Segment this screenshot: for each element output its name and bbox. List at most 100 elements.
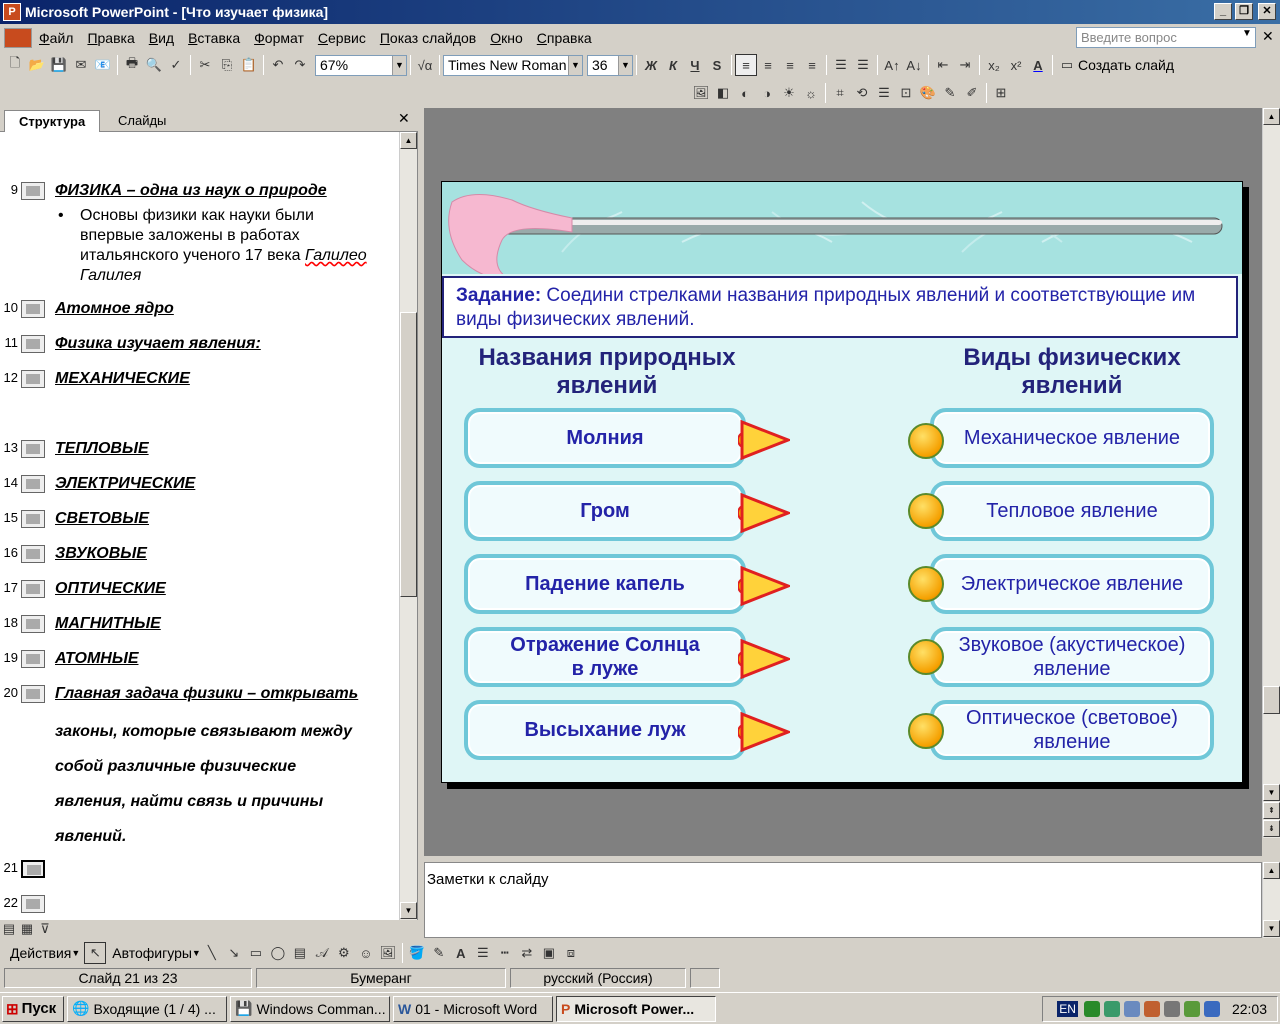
scroll-thumb[interactable] — [400, 312, 417, 597]
shadow-style-icon[interactable]: ▣ — [542, 945, 555, 960]
oval-icon[interactable]: ◯ — [270, 945, 286, 960]
contrast-down-icon[interactable]: ◑ — [763, 85, 771, 101]
type-electrical[interactable]: Электрическое явление — [930, 554, 1214, 614]
font-color-icon[interactable]: A — [1033, 57, 1043, 73]
font-size-combo[interactable]: 36▼ — [587, 54, 633, 76]
target-ball-icon[interactable] — [908, 566, 944, 602]
justify-icon[interactable]: ≡ — [808, 57, 816, 73]
contrast-up-icon[interactable]: ◐ — [741, 85, 749, 101]
next-slide-icon[interactable]: ⇟ — [1263, 820, 1280, 837]
textbox-icon[interactable]: ▤ — [293, 945, 306, 960]
tray-app-icon[interactable] — [1163, 1001, 1180, 1017]
font-combo[interactable]: Times New Roman▼ — [443, 54, 583, 76]
notes-scrollbar[interactable]: ▲ ▼ — [1262, 862, 1280, 938]
close-document-icon[interactable]: ✕ — [1262, 28, 1274, 44]
new-slide-button[interactable]: Создать слайд — [1078, 57, 1175, 73]
align-right-icon[interactable]: ≡ — [786, 57, 794, 73]
start-button[interactable]: ⊞Пуск — [2, 995, 64, 1022]
line-icon[interactable]: ╲ — [207, 945, 216, 960]
select-pointer-icon[interactable]: ↖ — [84, 942, 107, 964]
type-mechanical[interactable]: Механическое явление — [930, 408, 1214, 468]
zoom-combo[interactable]: 67%▼ — [315, 54, 407, 76]
dash-style-icon[interactable]: ┅ — [500, 945, 509, 960]
target-ball-icon[interactable] — [908, 713, 944, 749]
normal-view-icon[interactable]: ▤ — [2, 921, 16, 936]
compress-icon[interactable]: ⊡ — [900, 85, 912, 100]
outline-scrollbar[interactable]: ▲ ▼ — [399, 132, 417, 920]
color-icon[interactable]: ◧ — [716, 85, 730, 100]
line-color-icon[interactable]: ✎ — [433, 945, 445, 960]
tab-outline[interactable]: Структура — [4, 110, 101, 132]
menu-help[interactable]: Справка — [536, 30, 592, 46]
line-style-draw-icon[interactable]: ☰ — [477, 945, 489, 960]
align-center-icon[interactable]: ≡ — [764, 57, 772, 73]
scroll-down-icon[interactable]: ▼ — [400, 902, 417, 919]
menu-file[interactable]: Файл — [39, 30, 74, 46]
phenomenon-drying[interactable]: Высыхание луж — [464, 700, 746, 760]
tray-app-icon[interactable] — [1183, 1001, 1200, 1017]
autoshapes-menu[interactable]: Автофигуры — [112, 945, 192, 961]
align-left-icon[interactable]: ≡ — [735, 54, 757, 76]
arrow-tool-icon[interactable]: ↘ — [228, 945, 240, 960]
menu-insert[interactable]: Вставка — [188, 30, 241, 46]
format-picture-icon[interactable]: ✎ — [944, 85, 956, 100]
crop-icon[interactable]: ⌗ — [836, 85, 844, 100]
line-style-icon[interactable]: ☰ — [878, 85, 890, 100]
permission-icon[interactable]: ✉ — [75, 57, 87, 72]
phenomenon-lightning[interactable]: Молния — [464, 408, 746, 468]
cut-icon[interactable]: ✂ — [199, 57, 211, 72]
equation-icon[interactable]: √α — [417, 57, 433, 73]
clipart-icon[interactable]: ☺ — [359, 945, 373, 961]
underline-button[interactable]: Ч — [690, 57, 700, 73]
fill-color-icon[interactable]: 🪣 — [408, 945, 425, 960]
brightness-up-icon[interactable]: ☀ — [783, 85, 795, 100]
arrow-icon[interactable] — [738, 637, 790, 681]
brightness-down-icon[interactable]: ☼ — [805, 85, 817, 101]
notes-pane[interactable]: Заметки к слайду — [424, 862, 1262, 938]
phenomenon-thunder[interactable]: Гром — [464, 481, 746, 541]
tray-app-icon[interactable] — [1083, 1001, 1100, 1017]
target-ball-icon[interactable] — [908, 423, 944, 459]
tab-slides[interactable]: Слайды — [118, 113, 167, 128]
arrow-icon[interactable] — [738, 418, 790, 462]
rotate-icon[interactable]: ⟲ — [856, 85, 868, 100]
new-icon[interactable]: 🗋 — [9, 55, 21, 70]
subscript-icon[interactable]: x₂ — [988, 57, 1000, 73]
ask-dropdown-icon[interactable]: ▼ — [1242, 28, 1252, 39]
redo-icon[interactable]: ↷ — [294, 57, 306, 72]
restore-icon[interactable]: ❐ — [1235, 3, 1253, 20]
menu-slideshow[interactable]: Показ слайдов — [379, 30, 477, 46]
decrease-indent-icon[interactable]: ⇤ — [937, 57, 949, 72]
insert-picture-icon[interactable]: 🖼 — [692, 85, 710, 100]
taskbar-item-commander[interactable]: 💾Windows Comman... — [230, 995, 390, 1022]
paste-icon[interactable]: 📋 — [240, 57, 258, 72]
type-optical[interactable]: Оптическое (световое)явление — [930, 700, 1214, 760]
preview-icon[interactable]: 🔍 — [145, 57, 163, 72]
reset-picture-icon[interactable]: ⊞ — [995, 85, 1007, 100]
superscript-icon[interactable]: x² — [1010, 57, 1022, 73]
slideshow-view-icon[interactable]: ⊽ — [40, 921, 50, 936]
target-ball-icon[interactable] — [908, 493, 944, 529]
bold-button[interactable]: Ж — [644, 57, 658, 73]
decrease-font-icon[interactable]: A↓ — [906, 57, 922, 73]
arrow-style-icon[interactable]: ⇄ — [521, 945, 533, 960]
menu-view[interactable]: Вид — [148, 30, 175, 46]
language-indicator[interactable]: EN — [1057, 1001, 1078, 1017]
3d-style-icon[interactable]: ⧈ — [566, 945, 575, 960]
recolor-icon[interactable]: 🎨 — [919, 85, 937, 100]
tray-app-icon[interactable] — [1103, 1001, 1120, 1017]
italic-button[interactable]: К — [669, 57, 677, 73]
type-acoustic[interactable]: Звуковое (акустическое)явление — [930, 627, 1214, 687]
open-icon[interactable]: 📂 — [28, 57, 46, 72]
font-color-draw-icon[interactable]: A — [456, 945, 466, 961]
taskbar-item-inbox[interactable]: 🌐Входящие (1 / 4) ... — [67, 995, 227, 1022]
arrow-icon[interactable] — [738, 564, 790, 608]
scroll-up-icon[interactable]: ▲ — [1263, 862, 1280, 879]
scroll-down-icon[interactable]: ▼ — [1263, 784, 1280, 801]
scroll-thumb[interactable] — [1263, 686, 1280, 714]
shadow-button[interactable]: S — [712, 57, 722, 73]
target-ball-icon[interactable] — [908, 639, 944, 675]
